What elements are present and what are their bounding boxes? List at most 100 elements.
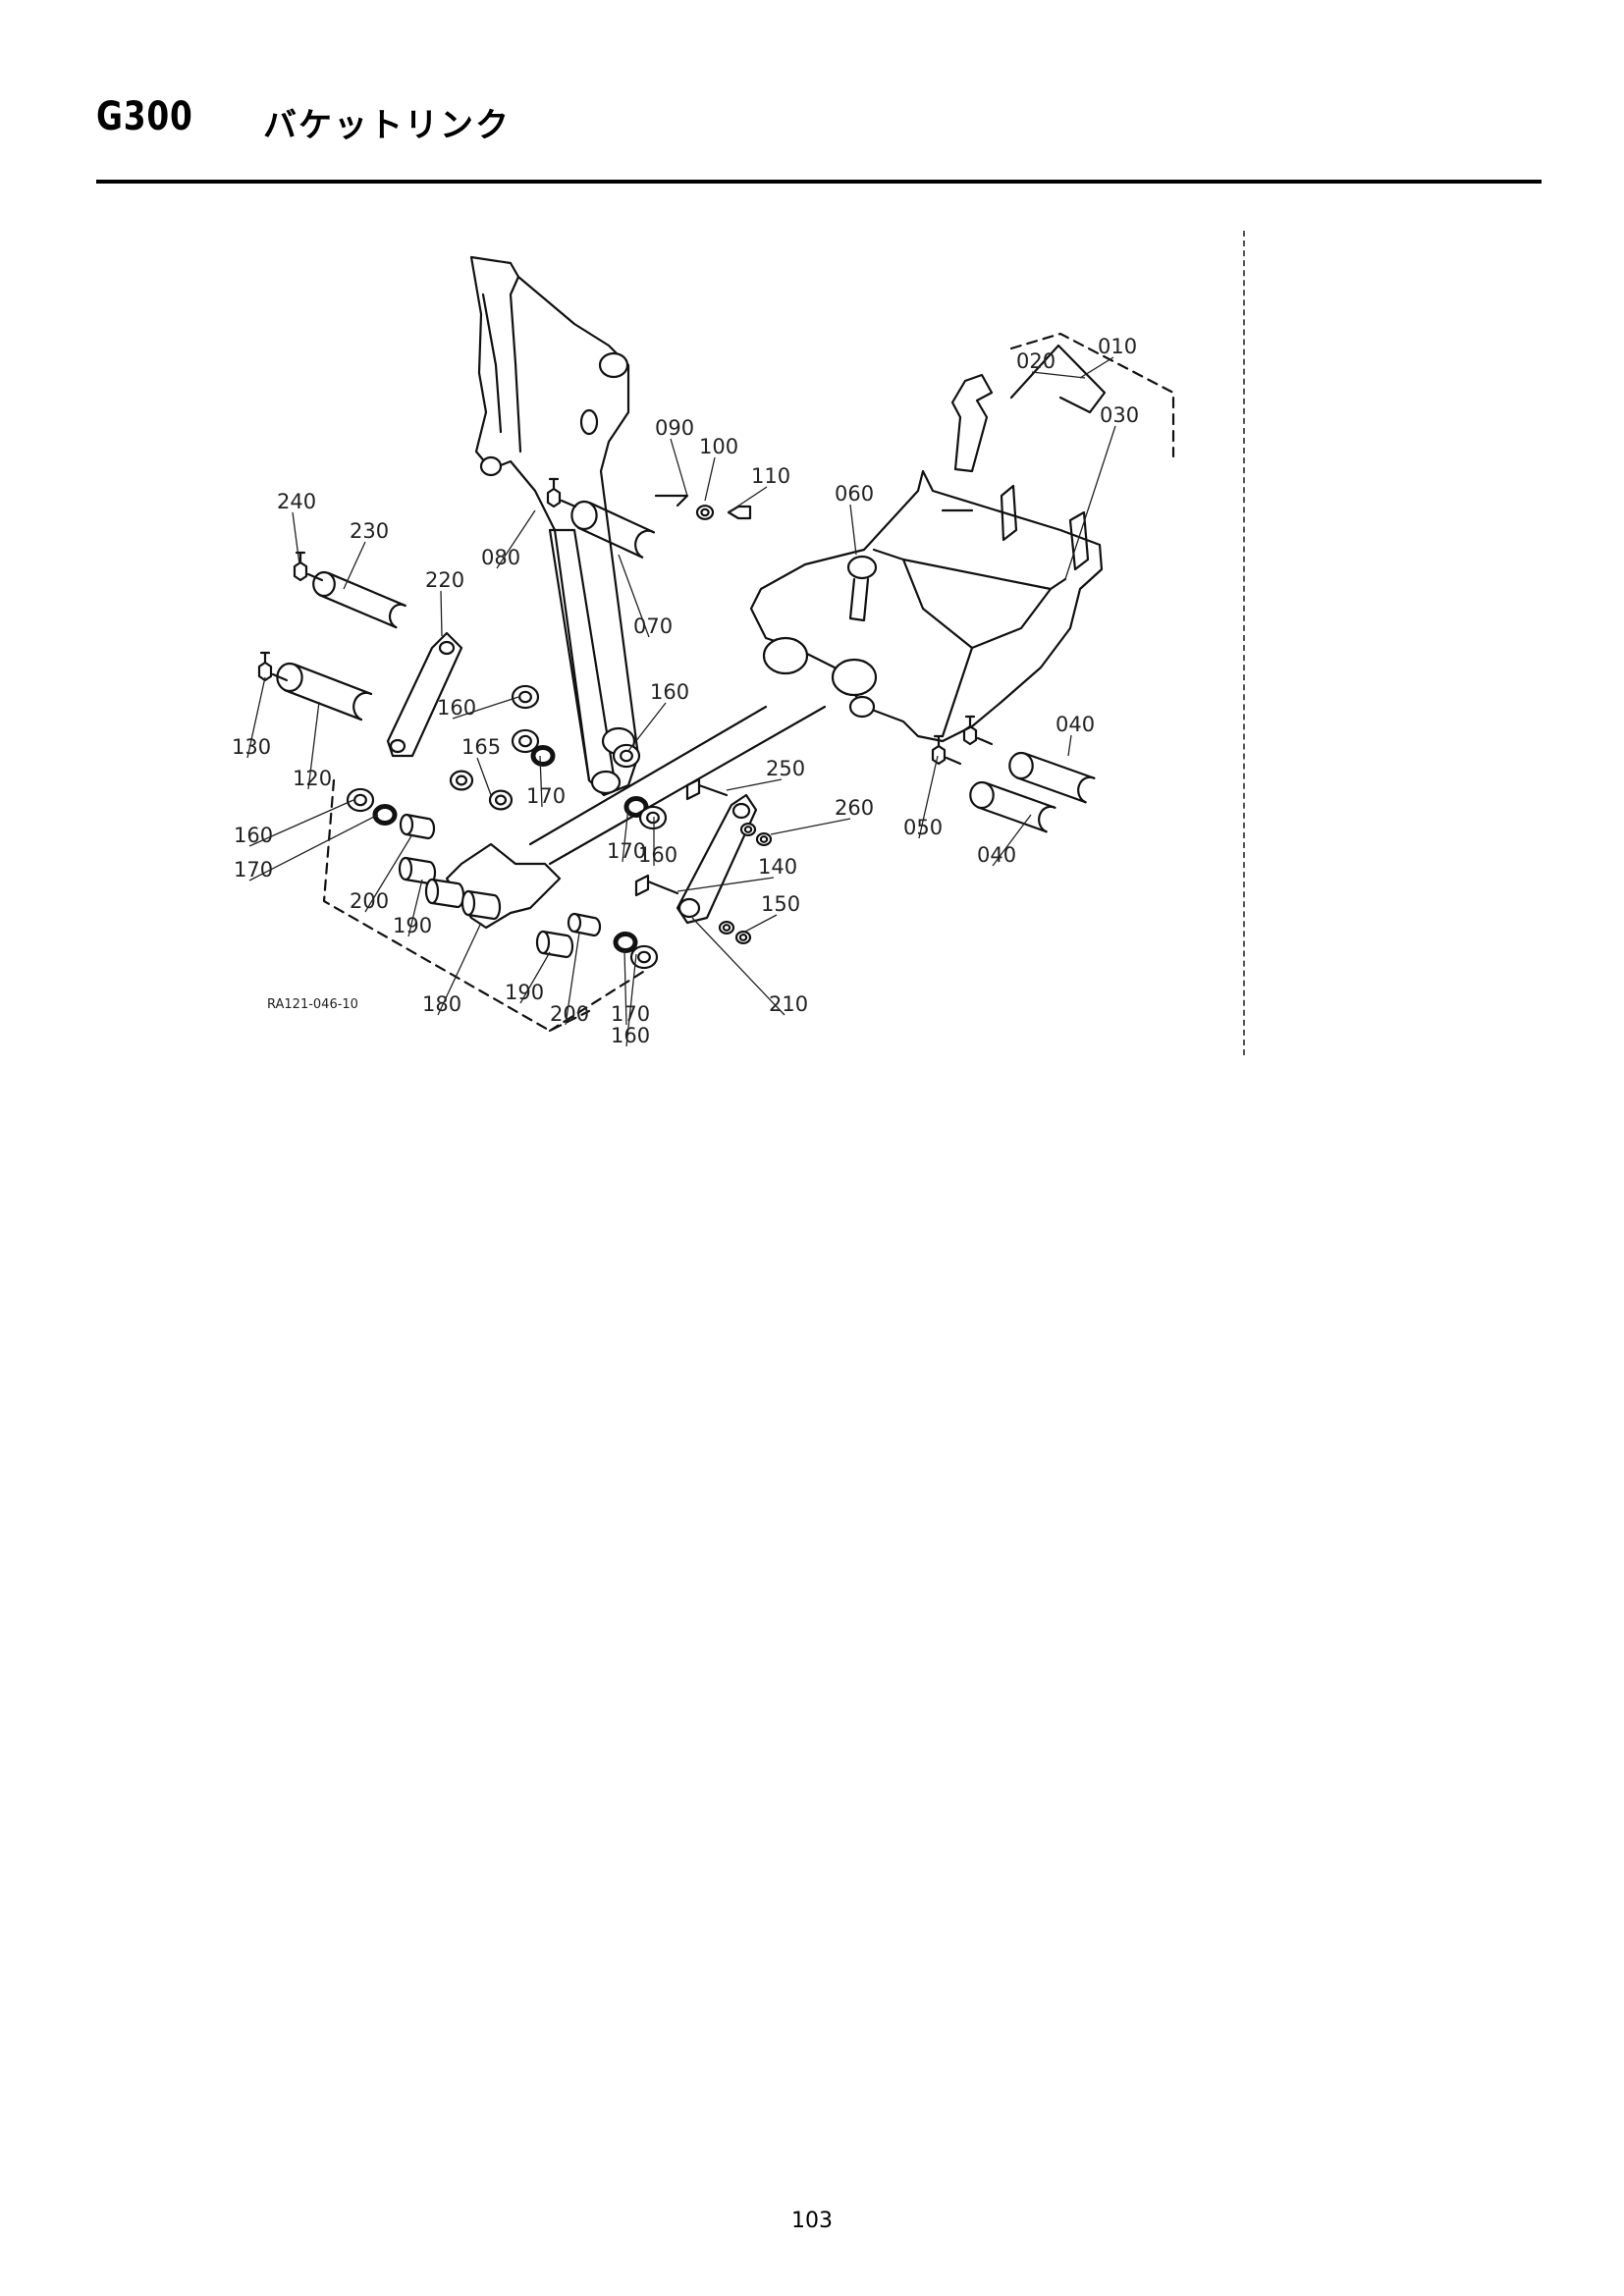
callout-label-150: 150 — [761, 892, 800, 916]
washer-160 — [638, 805, 668, 830]
callout-leader-170d — [623, 949, 627, 1026]
callout-leader-250 — [726, 778, 783, 791]
section-title: バケットリンク — [263, 106, 511, 145]
arm — [481, 275, 522, 454]
link-210 — [676, 793, 758, 925]
callout-leader-040a — [1067, 734, 1072, 757]
link-pin-230 — [388, 603, 406, 629]
callout-label-170c: 170 — [607, 839, 646, 863]
callout-label-220: 220 — [425, 568, 464, 592]
arm — [469, 255, 640, 797]
callout-label-130: 130 — [232, 735, 271, 759]
arm-slot — [579, 408, 599, 436]
assembly-line — [528, 705, 827, 866]
washer-160 — [511, 728, 540, 754]
exploded-parts-diagram: 0100200300400400500600700800901001101201… — [232, 255, 1175, 1047]
washer-160 — [353, 793, 367, 807]
callout-leader-190b — [519, 951, 551, 1004]
page-number: 103 — [791, 2209, 833, 2233]
shim-170 — [530, 745, 556, 767]
callout-leader-070 — [618, 554, 650, 638]
callout-leader-100 — [704, 456, 716, 502]
callout-label-160d: 160 — [638, 843, 677, 867]
arm-boss — [479, 455, 503, 477]
callout-label-250: 250 — [766, 757, 805, 780]
callout-label-100: 100 — [699, 435, 738, 458]
eye-bolt — [846, 555, 878, 580]
callout-leader-120 — [307, 701, 320, 790]
callout-label-200b: 200 — [550, 1002, 589, 1026]
callout-label-160e: 160 — [611, 1024, 650, 1047]
callout-leader-190a — [407, 879, 423, 937]
washer-160 — [518, 690, 532, 704]
callout-label-170b: 170 — [234, 858, 273, 881]
bucket-pin — [969, 780, 995, 810]
link-pin-120 — [352, 691, 373, 721]
bushing-200 — [399, 813, 414, 836]
bushing-190 — [424, 878, 440, 905]
callout-leader-140 — [677, 877, 775, 892]
bushing-200 — [405, 813, 436, 840]
washer-160 — [637, 950, 651, 964]
tooth-adapter — [950, 373, 994, 473]
margin-dashed-line — [1243, 231, 1245, 1055]
kit-dashed-box — [1009, 344, 1107, 414]
shim-165 — [494, 794, 508, 806]
nut-150 — [734, 930, 752, 945]
callout-leader-170c — [622, 806, 629, 863]
callout-label-020: 020 — [1016, 349, 1056, 373]
link-hole — [389, 738, 406, 754]
kit-dashed-box — [1009, 332, 1175, 458]
bucket-boss — [762, 636, 809, 675]
link-hole — [731, 802, 751, 820]
eye-bolt — [848, 577, 870, 622]
link-hole — [677, 897, 701, 919]
callout-label-160c: 160 — [234, 824, 273, 847]
arm-end-boss — [590, 770, 622, 795]
h-link — [445, 842, 562, 930]
callout-label-060: 060 — [835, 482, 874, 506]
callout-label-170a: 170 — [526, 784, 566, 808]
section-code: G300 — [96, 94, 193, 139]
bucket-pin — [976, 781, 1056, 833]
bucket-boss — [831, 658, 878, 697]
callout-leader-170b — [248, 814, 379, 881]
bucket-pin — [1015, 752, 1096, 804]
callout-label-190a: 190 — [393, 914, 432, 937]
callout-label-160a: 160 — [437, 696, 476, 720]
callout-leader-160c — [248, 799, 354, 847]
bucket-pin — [1077, 775, 1096, 804]
callout-label-210: 210 — [769, 992, 808, 1016]
nut-150 — [738, 934, 748, 941]
washer-160 — [518, 734, 532, 748]
shim-165 — [488, 789, 514, 811]
callout-label-080: 080 — [481, 546, 520, 569]
callout-label-190b: 190 — [505, 981, 544, 1004]
parts-drawing — [257, 255, 1175, 1033]
bushing-190 — [460, 889, 476, 917]
callout-leader-240 — [292, 511, 300, 565]
callout-label-200a: 200 — [350, 889, 389, 913]
callout-label-120: 120 — [293, 767, 332, 790]
arm-pin — [634, 529, 655, 559]
callout-leader-020 — [1031, 371, 1086, 379]
shim-165 — [455, 774, 468, 786]
grease-nipple — [962, 715, 994, 746]
callout-leader-150 — [742, 914, 778, 934]
bucket — [749, 469, 1104, 743]
callout-leader-160e — [625, 953, 637, 1047]
header-rule — [96, 180, 1542, 184]
link-pin-230 — [318, 571, 406, 629]
callout-leader-090 — [670, 438, 688, 497]
arm-pin — [570, 500, 598, 531]
callout-label-260: 260 — [835, 796, 874, 820]
callout-leader-160b — [627, 702, 667, 752]
arm-pin — [577, 502, 655, 559]
callout-leader-260 — [770, 818, 851, 835]
callout-label-030: 030 — [1100, 403, 1139, 427]
callout-leader-030 — [1064, 425, 1116, 580]
callout-leader-060 — [849, 504, 857, 556]
callout-leader-040b — [992, 814, 1032, 867]
grease-nipple-240 — [293, 551, 324, 582]
page-header: G300 バケットリンク — [96, 94, 1540, 183]
